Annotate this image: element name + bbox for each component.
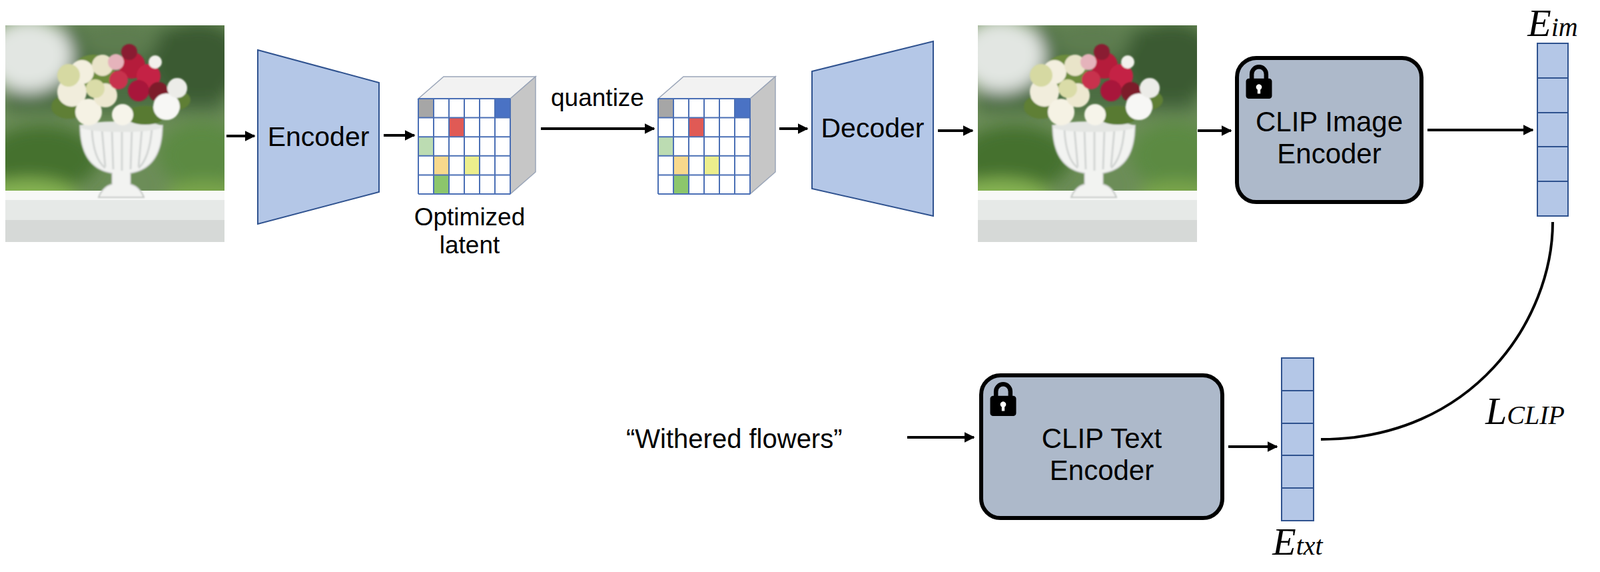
quantized-latent-cube [658, 76, 776, 194]
flow-arrow [779, 127, 808, 130]
frozen-encoder-box: CLIP Text Encoder [979, 373, 1225, 520]
connector [1427, 128, 1533, 132]
vector-cell [1538, 180, 1568, 216]
lock-shackle [1251, 66, 1267, 80]
vector-cell [1538, 77, 1568, 112]
embedding-vector: Etxt [1280, 357, 1315, 521]
latent-cube-grid [418, 76, 536, 194]
quantize-arrow [540, 127, 655, 130]
lock-body [990, 395, 1017, 416]
annotation-label: “Withered flowers” [626, 423, 843, 454]
embedding-vector: Eim [1536, 42, 1569, 217]
flow-arrow [1197, 129, 1231, 132]
math-label: Etxt [1272, 522, 1323, 561]
vector-cell [1538, 43, 1568, 78]
flow-arrow [907, 435, 974, 439]
encoder-trapezoid: Encoder [257, 49, 380, 225]
node-label: Decoder [821, 112, 925, 144]
loss-label: LCLIP [1482, 391, 1568, 431]
input-photo [0, 18, 246, 242]
lock-shackle [995, 383, 1011, 398]
node-label: Encoder [267, 121, 370, 153]
trapezoid-shape [257, 49, 380, 224]
vector-cell [1282, 389, 1313, 423]
vector-cell [1538, 145, 1568, 181]
node-label: CLIP Text Encoder [1018, 422, 1186, 487]
math-label: Eim [1527, 3, 1578, 43]
connector [383, 133, 415, 137]
flow-arrow [937, 129, 973, 132]
trapezoid-shape [811, 41, 934, 216]
vector-cell [1282, 422, 1313, 455]
vector-cell [1282, 358, 1313, 390]
annotation-label: quantize [550, 83, 645, 112]
lock-body [1246, 78, 1273, 99]
decoder-trapezoid: Decoder [811, 40, 934, 217]
output-photo [951, 18, 1218, 242]
connector [1228, 444, 1277, 448]
latent-cube-shape [418, 76, 536, 194]
lock-keyhole [1000, 400, 1007, 411]
node-label: CLIP Image Encoder [1248, 105, 1411, 171]
frozen-encoder-box: CLIP Image Encoder [1234, 55, 1424, 204]
node-label: Optimized latent [396, 203, 543, 260]
flow-arrow [226, 134, 255, 138]
lock-keyhole [1256, 83, 1263, 94]
vector-cell [1538, 111, 1568, 147]
vector-cell [1282, 486, 1313, 520]
lock-icon [1244, 63, 1274, 99]
vector-cell [1282, 454, 1313, 487]
latent-cube: Optimized latent [418, 76, 536, 194]
lock-icon [988, 381, 1018, 416]
